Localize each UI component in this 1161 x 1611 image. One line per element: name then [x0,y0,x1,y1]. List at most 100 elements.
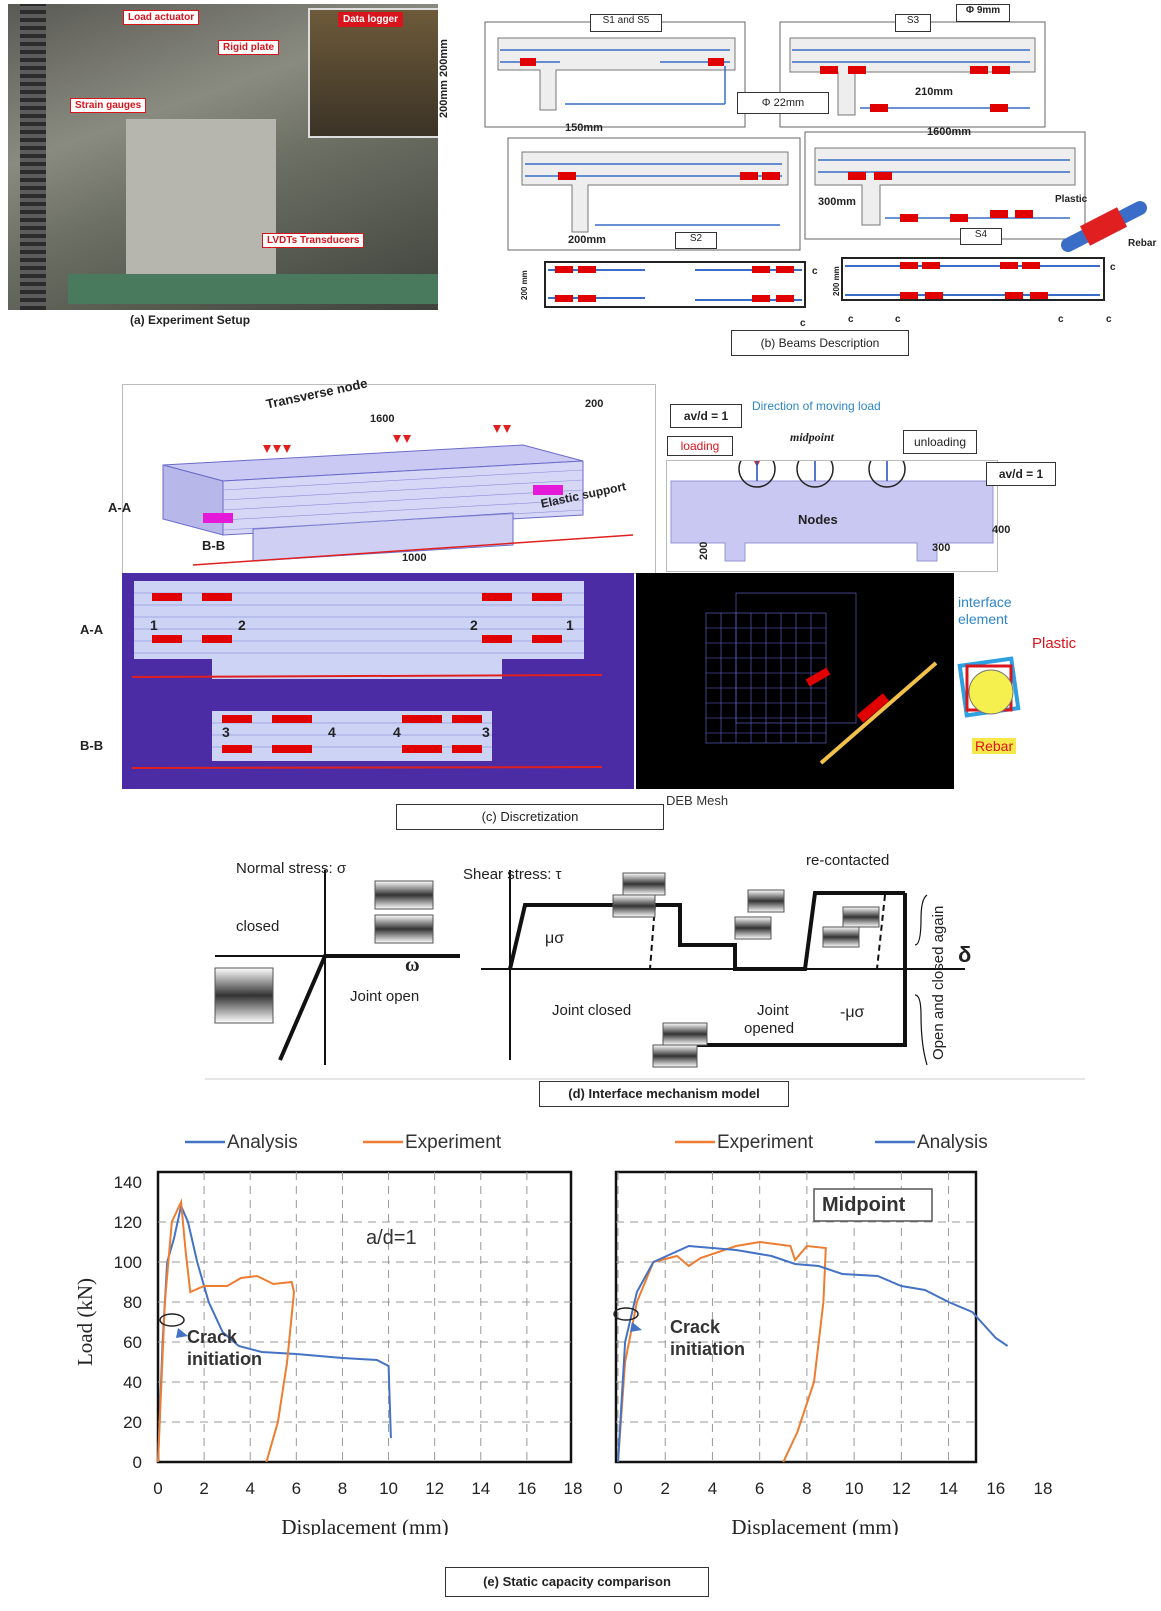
x-tick-label: 18 [1034,1479,1053,1498]
strain-gauges-label: Strain gauges [70,98,147,113]
av-d-label-2: av/d = 1 [986,462,1056,486]
dim-1000-c: 1000 [402,552,427,564]
mesh-aa-label: A-A [80,622,104,637]
annotation-box [813,1188,933,1222]
legend-label-experiment: Experiment [405,1132,502,1153]
data-logger-label: Data logger [338,12,404,27]
plastic-rebar-icon [1061,201,1147,252]
load-actuator-label: Load actuator [123,10,200,25]
node-label-3b: 3 [482,724,490,740]
s4-label: S4 [960,228,1002,245]
joint-opened-label-2: opened [744,1020,795,1037]
deb-mesh-panel [636,573,954,789]
x-tick-label: 2 [199,1479,208,1498]
dim-1600-c: 1600 [370,413,395,425]
x-tick-label: 6 [292,1479,301,1498]
legend-label-experiment: Experiment [717,1132,814,1153]
annotation-label: Midpoint [822,1194,906,1216]
y-tick-label: 140 [114,1173,142,1192]
mesh-bb-label: B-B [80,738,104,753]
caption-e: (e) Static capacity comparison [445,1567,709,1597]
s1s5-label: S1 and S5 [590,14,662,32]
series-experiment-line [617,1240,827,1463]
x-tick-label: 8 [802,1479,811,1498]
annotation-label: a/d=1 [366,1227,417,1249]
y-tick-label: 40 [123,1373,142,1392]
c-mark-4: c [848,314,854,325]
rebar-label: Rebar [1128,238,1157,249]
node-label-3a: 3 [222,724,230,740]
series-analysis-line [617,1244,1009,1463]
c-mark-7: c [1106,314,1112,325]
normal-stress-label: Normal stress: σ [236,860,347,877]
x-tick-label: 12 [425,1479,444,1498]
c-mark-2: c [800,318,806,329]
c-mark-3: c [1110,262,1116,273]
dim-200b-c: 200 [698,541,710,560]
omega-label: ω [405,954,420,976]
plastic-label: Plastic [1055,194,1088,205]
caption-b: (b) Beams Description [731,330,909,356]
node-label-2a: 2 [238,617,246,633]
dim-200-200: 200mm 200mm [438,39,450,118]
unloading-label: unloading [903,430,977,454]
crack-arrow-icon [176,1328,188,1338]
x-tick-label: 8 [338,1479,347,1498]
y-tick-label: 0 [133,1453,142,1472]
crack-initiation-label: Crack [187,1327,238,1347]
y-tick-label: 120 [114,1213,142,1232]
crack-ellipse [613,1307,639,1321]
dim-400-c: 400 [992,524,1011,536]
rebar-c-label: Rebar [972,738,1017,754]
x-tick-label: 16 [517,1479,536,1498]
series-analysis-line [157,1202,392,1463]
phi9-label: Φ 9mm [956,4,1010,22]
legend-label-analysis: Analysis [227,1132,298,1153]
interface-element-label: interface element [958,594,1012,627]
node-label-4b: 4 [393,724,401,740]
rigid-plate-label: Rigid plate [218,40,280,55]
3d-beam-model [122,384,656,574]
node-label-1b: 1 [566,617,574,633]
load-node-schematic [666,450,998,572]
x-tick-label: 0 [613,1479,622,1498]
closed-label: closed [236,918,280,935]
joint-opened-label-1: Joint [757,1002,789,1019]
midpoint-label: midpoint [790,430,835,444]
node-label-1a: 1 [150,617,158,633]
dim-150: 150mm [565,122,603,134]
dim-200-small-2: 200 mm [832,266,841,296]
joint-open-label: Joint open [350,988,420,1005]
lvdts-label: LVDTs Transducers [262,233,365,248]
x-tick-label: 4 [245,1479,254,1498]
frame-base [68,274,438,304]
delta-label: δ [958,942,972,967]
caption-c: (c) Discretization [396,804,664,830]
plastic-c-label: Plastic [1032,635,1077,652]
c-mark-6: c [1058,314,1064,325]
section-mesh-panel [122,573,634,789]
experiment-setup-photo [8,4,438,310]
x-tick-label: 14 [471,1479,490,1498]
x-tick-label: 2 [660,1479,669,1498]
s2-label: S2 [675,232,717,249]
interface-mechanism-diagram [205,870,1085,1080]
crack-arrow-icon [630,1322,642,1332]
section-aa-label: A-A [108,500,132,515]
dim-200-small-1: 200 mm [520,270,529,300]
section-bb-label: B-B [202,538,226,553]
x-axis-label: Displacement (mm) [731,1515,898,1535]
crack-initiation-label: Crack [670,1317,721,1337]
av-d-label-1: av/d = 1 [670,404,742,428]
node-label-2b: 2 [470,617,478,633]
crack-ellipse [159,1313,185,1327]
x-tick-label: 0 [153,1479,162,1498]
deb-mesh-label: DEB Mesh [666,793,729,808]
phi22-label: Φ 22mm [737,92,829,114]
c-mark-1: c [812,266,818,277]
y-tick-label: 20 [123,1413,142,1432]
nodes-label: Nodes [798,512,838,527]
plot-frame [156,1170,573,1464]
